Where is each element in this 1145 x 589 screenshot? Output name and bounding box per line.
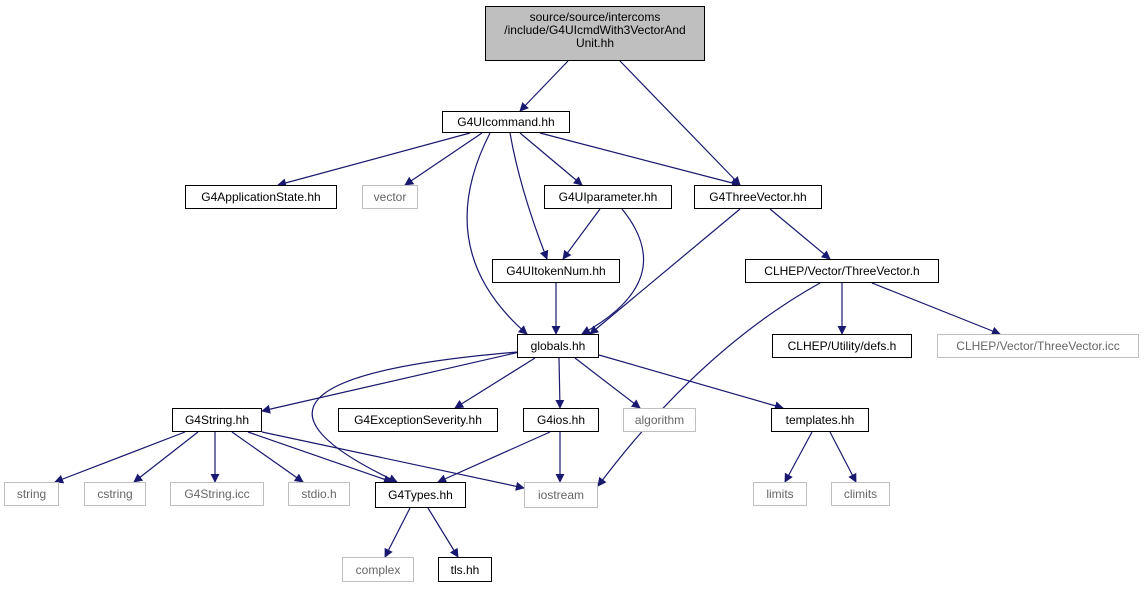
edge-globals-to-g4string (261, 350, 525, 414)
node-label: G4ExceptionSeverity.hh (354, 413, 482, 427)
node-tls[interactable]: tls.hh (438, 557, 492, 582)
edge-g4uicommand-to-g4applicationstate (277, 132, 471, 188)
node-label: iostream (537, 488, 584, 502)
node-g4ios[interactable]: G4ios.hh (523, 408, 599, 432)
edge-g4uicommand-to-g4uiparameter (519, 132, 583, 186)
edge-g4types-to-complex (384, 507, 411, 558)
node-label: G4UItokenNum.hh (506, 264, 606, 278)
node-label: algorithm (634, 413, 685, 427)
node-clhep-threevector[interactable]: CLHEP/Vector/ThreeVector.h (745, 259, 939, 283)
node-cstring[interactable]: cstring (84, 482, 146, 506)
node-stdio[interactable]: stdio.h (288, 482, 350, 506)
node-g4exceptionseverity[interactable]: G4ExceptionSeverity.hh (338, 408, 498, 432)
node-g4string[interactable]: G4String.hh (172, 408, 262, 432)
edge-g4string-to-g4types (247, 431, 393, 484)
node-label: cstring (97, 487, 133, 501)
edge-clhep_threevector-to-clhep_threevector_icc (871, 282, 1001, 336)
node-label: G4Types.hh (388, 488, 453, 502)
edge-templates-to-climits (829, 431, 857, 483)
node-clhep-threevector-icc[interactable]: CLHEP/Vector/ThreeVector.icc (937, 334, 1139, 358)
node-label: G4UIparameter.hh (558, 190, 658, 204)
edge-g4string-to-string (54, 431, 186, 484)
edge-g4uicommand-to-g4threevector (539, 132, 741, 188)
root-file-line-1: source/source/intercoms (529, 10, 661, 24)
node-label: stdio.h (301, 487, 337, 501)
edge-globals-to-g4ios (555, 357, 565, 409)
node-complex[interactable]: complex (342, 557, 414, 582)
node-label: vector (373, 190, 407, 204)
node-label: G4ApplicationState.hh (201, 190, 321, 204)
edge-globals-to-g4exceptionseverity (454, 357, 536, 409)
node-g4uitokennum[interactable]: G4UItokenNum.hh (492, 259, 620, 283)
node-label: complex (355, 562, 401, 577)
node-label: limits (766, 487, 794, 501)
edge-globals-to-templates (591, 352, 784, 411)
node-label: climits (843, 487, 878, 501)
edge-g4string-to-iostream (261, 431, 525, 491)
root-file-node[interactable]: source/source/intercoms /include/G4UIcmd… (485, 6, 705, 61)
node-clhep-defs[interactable]: CLHEP/Utility/defs.h (772, 334, 912, 358)
node-algorithm[interactable]: algorithm (623, 408, 696, 432)
node-limits[interactable]: limits (753, 482, 807, 506)
edge-g4threevector-to-clhep_threevector (769, 208, 831, 260)
node-g4types[interactable]: G4Types.hh (375, 482, 466, 508)
node-label: G4ThreeVector.hh (709, 190, 807, 204)
edge-g4uicommand-to-g4uitokennum (509, 132, 549, 260)
edge-g4ios-to-g4types (437, 431, 551, 483)
edge-globals-to-g4types (311, 351, 519, 483)
node-vector[interactable]: vector (362, 185, 418, 209)
edge-g4uiparameter-to-globals (581, 208, 645, 335)
root-file-label: source/source/intercoms /include/G4UIcmd… (504, 11, 685, 50)
node-climits[interactable]: climits (831, 482, 890, 506)
edge-g4uicommand-to-globals (466, 132, 528, 335)
node-label: G4UIcommand.hh (457, 115, 555, 129)
edge-g4string-to-cstring (133, 431, 199, 483)
node-g4threevector[interactable]: G4ThreeVector.hh (694, 185, 822, 209)
node-g4uicommand[interactable]: G4UIcommand.hh (442, 111, 570, 133)
edge-root-to-g4uicommand (519, 60, 569, 112)
edge-g4threevector-to-globals (589, 208, 741, 335)
node-iostream[interactable]: iostream (524, 482, 598, 508)
edge-clhep_threevector-to-iostream (597, 282, 821, 487)
node-label: G4String.icc (184, 487, 250, 501)
edge-root-to-g4threevector (619, 60, 741, 186)
edge-templates-to-limits (784, 431, 813, 483)
node-label: CLHEP/Vector/ThreeVector.h (764, 264, 920, 278)
node-g4uiparameter[interactable]: G4UIparameter.hh (544, 185, 672, 209)
node-label: globals.hh (530, 339, 586, 353)
edge-globals-to-algorithm (574, 357, 641, 409)
edge-g4uicommand-to-vector (404, 132, 483, 186)
node-label: tls.hh (450, 562, 480, 577)
root-file-line-3: Unit.hh (575, 36, 614, 50)
node-label: templates.hh (785, 413, 855, 427)
node-label: string (16, 487, 47, 501)
node-templates[interactable]: templates.hh (771, 408, 869, 432)
edge-g4string-to-stdio (231, 431, 304, 483)
node-string[interactable]: string (4, 482, 59, 506)
node-g4string-icc[interactable]: G4String.icc (170, 482, 264, 506)
node-label: CLHEP/Vector/ThreeVector.icc (956, 339, 1120, 353)
node-label: G4ios.hh (536, 413, 586, 427)
node-globals[interactable]: globals.hh (517, 334, 599, 358)
root-file-line-2: /include/G4UIcmdWith3VectorAnd (504, 23, 686, 37)
node-g4applicationstate[interactable]: G4ApplicationState.hh (185, 185, 337, 209)
node-label: G4String.hh (184, 413, 250, 427)
node-label: CLHEP/Utility/defs.h (787, 339, 897, 353)
edge-g4uiparameter-to-g4uitokennum (562, 208, 601, 260)
edge-g4types-to-tls (427, 507, 459, 558)
